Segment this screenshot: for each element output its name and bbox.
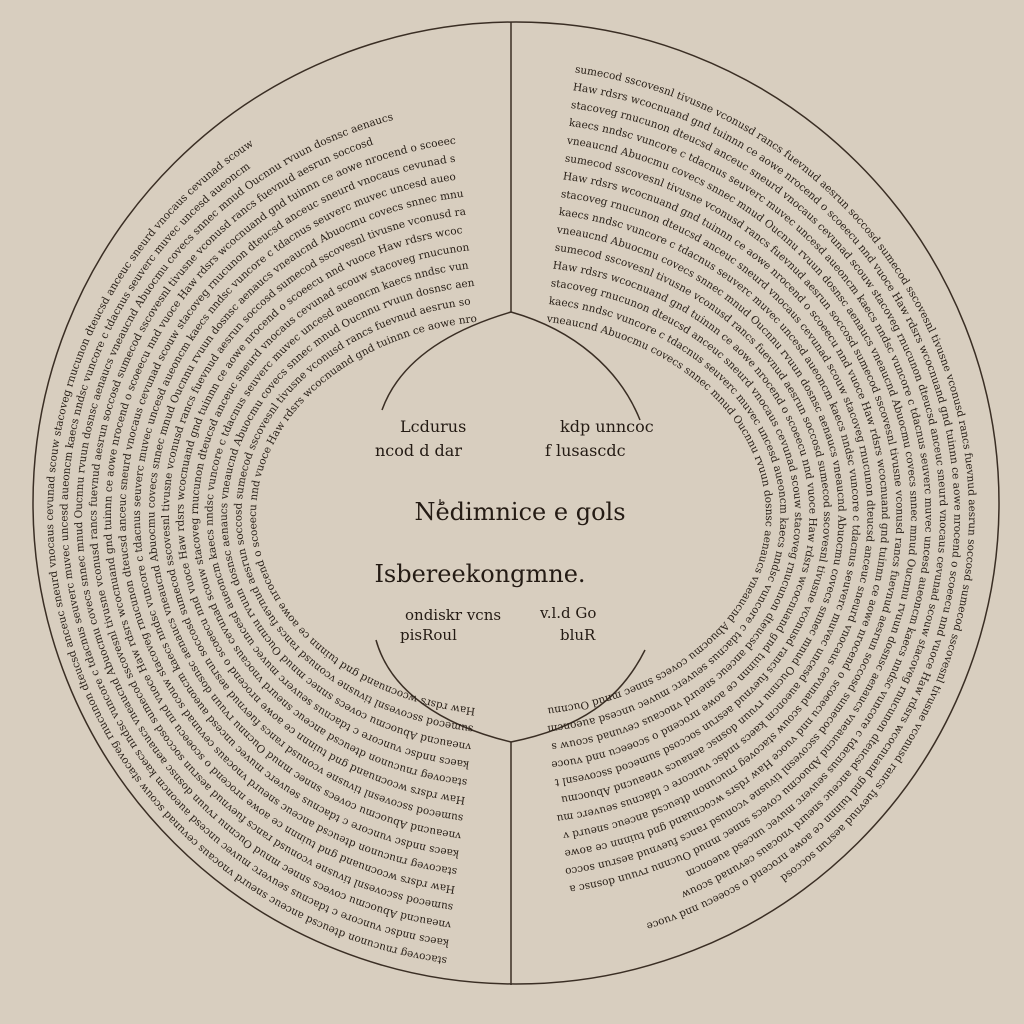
upper-left-label-1: Lcdurus xyxy=(400,417,466,436)
lower-right-label-2: bluR xyxy=(560,626,596,644)
center-title: Nؕedimnice e gols xyxy=(414,498,625,526)
text-rings: Haw rdsrs wcocnuand gnd tuinnn ce aowe n… xyxy=(0,0,978,967)
lower-left-label-1: ondiskr vcns xyxy=(405,606,501,624)
center-subtitle: Isbereekongmne. xyxy=(374,560,585,588)
lower-right-label-1: v.l.d Go xyxy=(539,604,596,622)
upper-left-curve xyxy=(381,311,512,411)
outer-circle xyxy=(32,21,1000,985)
lower-right-curve xyxy=(510,649,646,743)
upper-right-curve xyxy=(510,311,641,421)
lower-left-curve xyxy=(375,639,512,743)
lower-left-label-2: pisRoul xyxy=(400,626,457,644)
upper-right-label-1: kdp unncoc xyxy=(560,417,654,436)
upper-right-label-2: f lusascdc xyxy=(545,441,626,460)
upper-left-label-2: ncod d dar xyxy=(375,441,462,460)
